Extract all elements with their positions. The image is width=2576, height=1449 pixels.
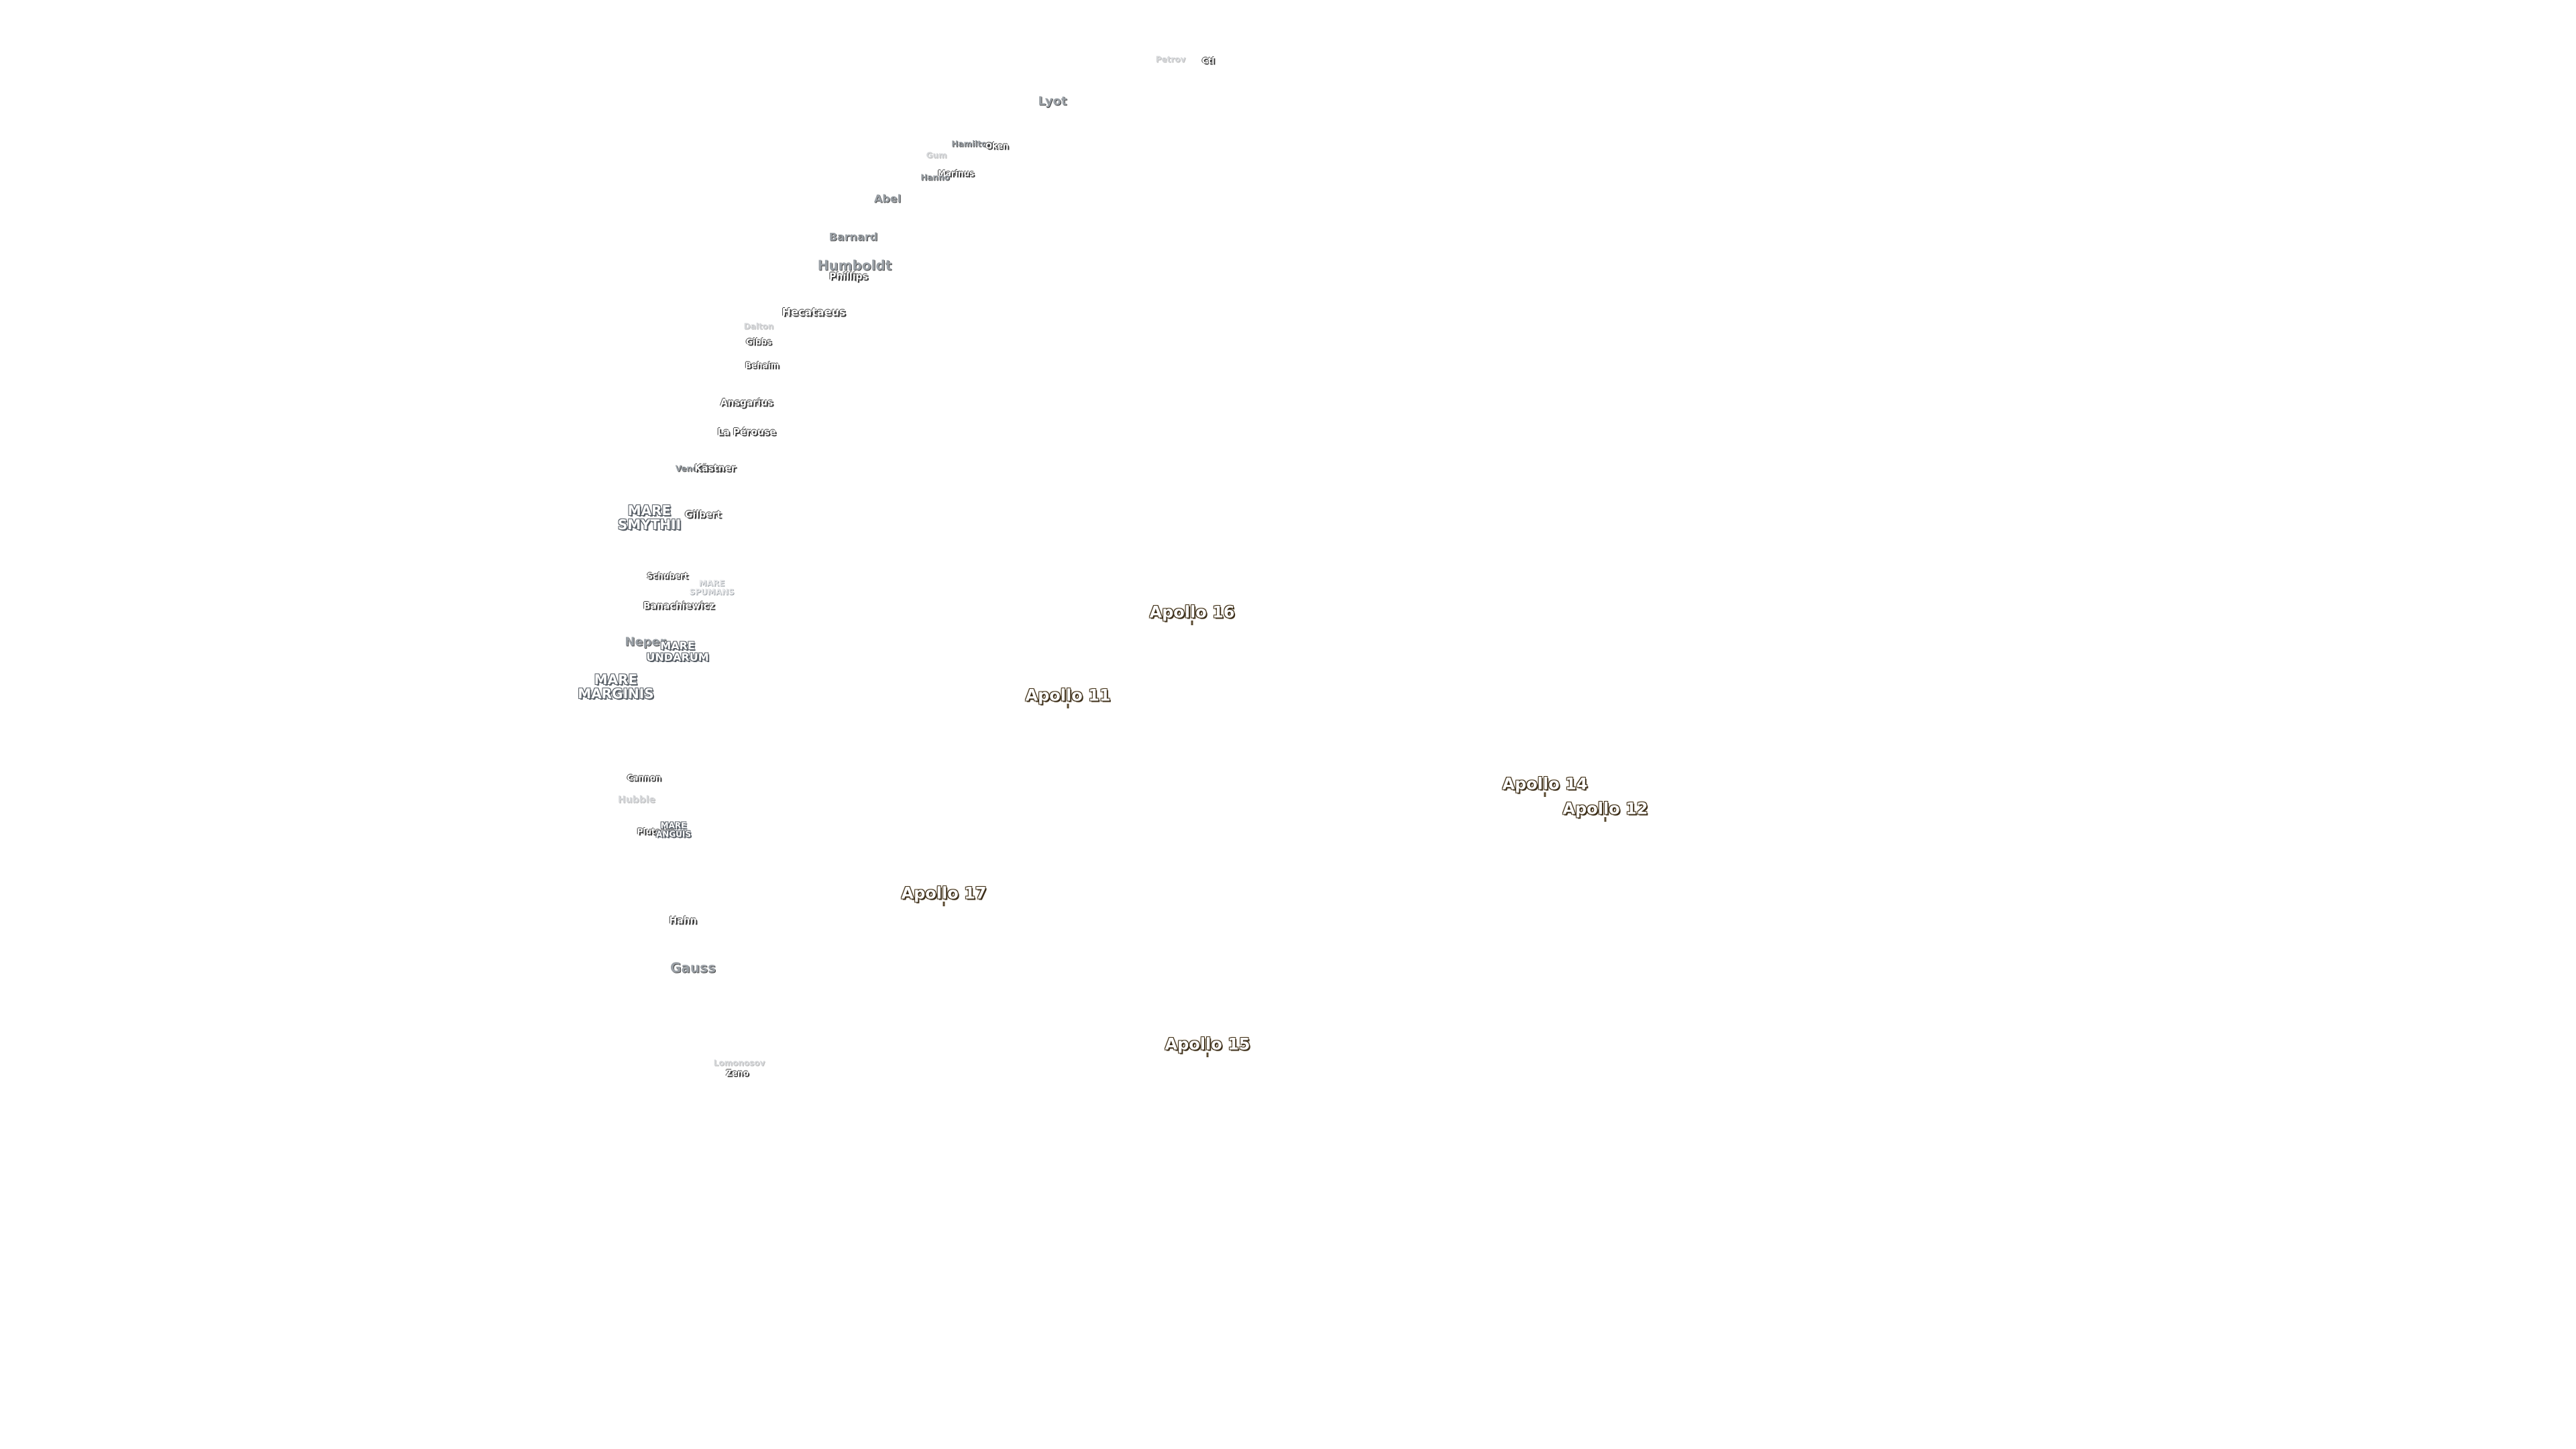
feature-label-oken: Oken xyxy=(985,141,1009,151)
feature-label-cannon: Cannon xyxy=(627,773,661,783)
mare-label-anguis: MARE ANGUIS xyxy=(655,820,692,839)
feature-label-hamilton: Hamilton xyxy=(951,139,993,149)
apollo-label-14[interactable]: Apollo 14 xyxy=(1502,774,1588,794)
feature-label-ctl: Ctl xyxy=(1201,56,1215,66)
mare-label-marginis: MARE MARGINIS xyxy=(578,672,654,702)
feature-label-barnard: Barnard xyxy=(828,230,878,244)
feature-label-abel: Abel xyxy=(873,192,902,205)
apollo-marker-12[interactable] xyxy=(1604,817,1607,822)
apollo-marker-16[interactable] xyxy=(1191,621,1193,625)
apollo-label-17[interactable]: Apollo 17 xyxy=(901,883,987,903)
apollo-label-15[interactable]: Apollo 15 xyxy=(1165,1034,1250,1054)
feature-label-phillips: Phillips xyxy=(829,271,868,282)
feature-label-schubert: Schubert xyxy=(647,571,688,581)
feature-label-la-perouse: La Pérouse xyxy=(717,427,776,438)
mare-label-undarum: MARE UNDARUM xyxy=(646,639,709,663)
apollo-label-12[interactable]: Apollo 12 xyxy=(1562,799,1648,818)
feature-label-gum: Gum xyxy=(926,150,947,160)
apollo-marker-17[interactable] xyxy=(943,902,945,906)
feature-label-lomonosov: Lomonosov xyxy=(713,1058,765,1068)
feature-label-behaim: Behaim xyxy=(745,360,780,370)
feature-label-zeno: Zeno xyxy=(726,1068,749,1078)
apollo-marker-11[interactable] xyxy=(1067,704,1069,708)
feature-label-petrov: Petrov xyxy=(1155,54,1186,64)
feature-label-humboldt: Humboldt xyxy=(817,257,892,274)
feature-label-hahn: Hahn xyxy=(669,915,697,926)
mare-label-spumans: MARE SPUMANS xyxy=(689,578,735,596)
apollo-marker-14[interactable] xyxy=(1544,792,1546,797)
feature-label-vendelinus: Vendelinus xyxy=(675,464,726,474)
feature-label-kastner: Kästner xyxy=(694,463,736,474)
mare-label-smythii: MARE SMYTHII xyxy=(617,502,682,533)
feature-label-ansgarius: Ansgarius xyxy=(720,397,773,409)
feature-label-hubble: Hubble xyxy=(617,794,656,806)
feature-label-marinus: Marinus xyxy=(937,168,975,178)
apollo-marker-15[interactable] xyxy=(1206,1053,1209,1057)
feature-label-plutarch: Plutarch xyxy=(637,826,676,837)
apollo-label-16[interactable]: Apollo 16 xyxy=(1149,602,1235,622)
feature-label-neper: Neper xyxy=(625,635,666,649)
feature-label-dalton: Dalton xyxy=(743,321,774,331)
feature-label-hanno: Hanno xyxy=(920,172,950,182)
feature-label-hecataeus: Hecataeus xyxy=(782,305,846,319)
feature-label-lyot: Lyot xyxy=(1038,94,1067,109)
feature-label-banachiewicz: Banachiewicz xyxy=(643,600,715,612)
apollo-label-11[interactable]: Apollo 11 xyxy=(1025,686,1111,705)
feature-label-gilbert: Gilbert xyxy=(684,509,722,521)
feature-label-gibbs: Gibbs xyxy=(745,337,772,347)
feature-label-gauss: Gauss xyxy=(670,959,716,976)
